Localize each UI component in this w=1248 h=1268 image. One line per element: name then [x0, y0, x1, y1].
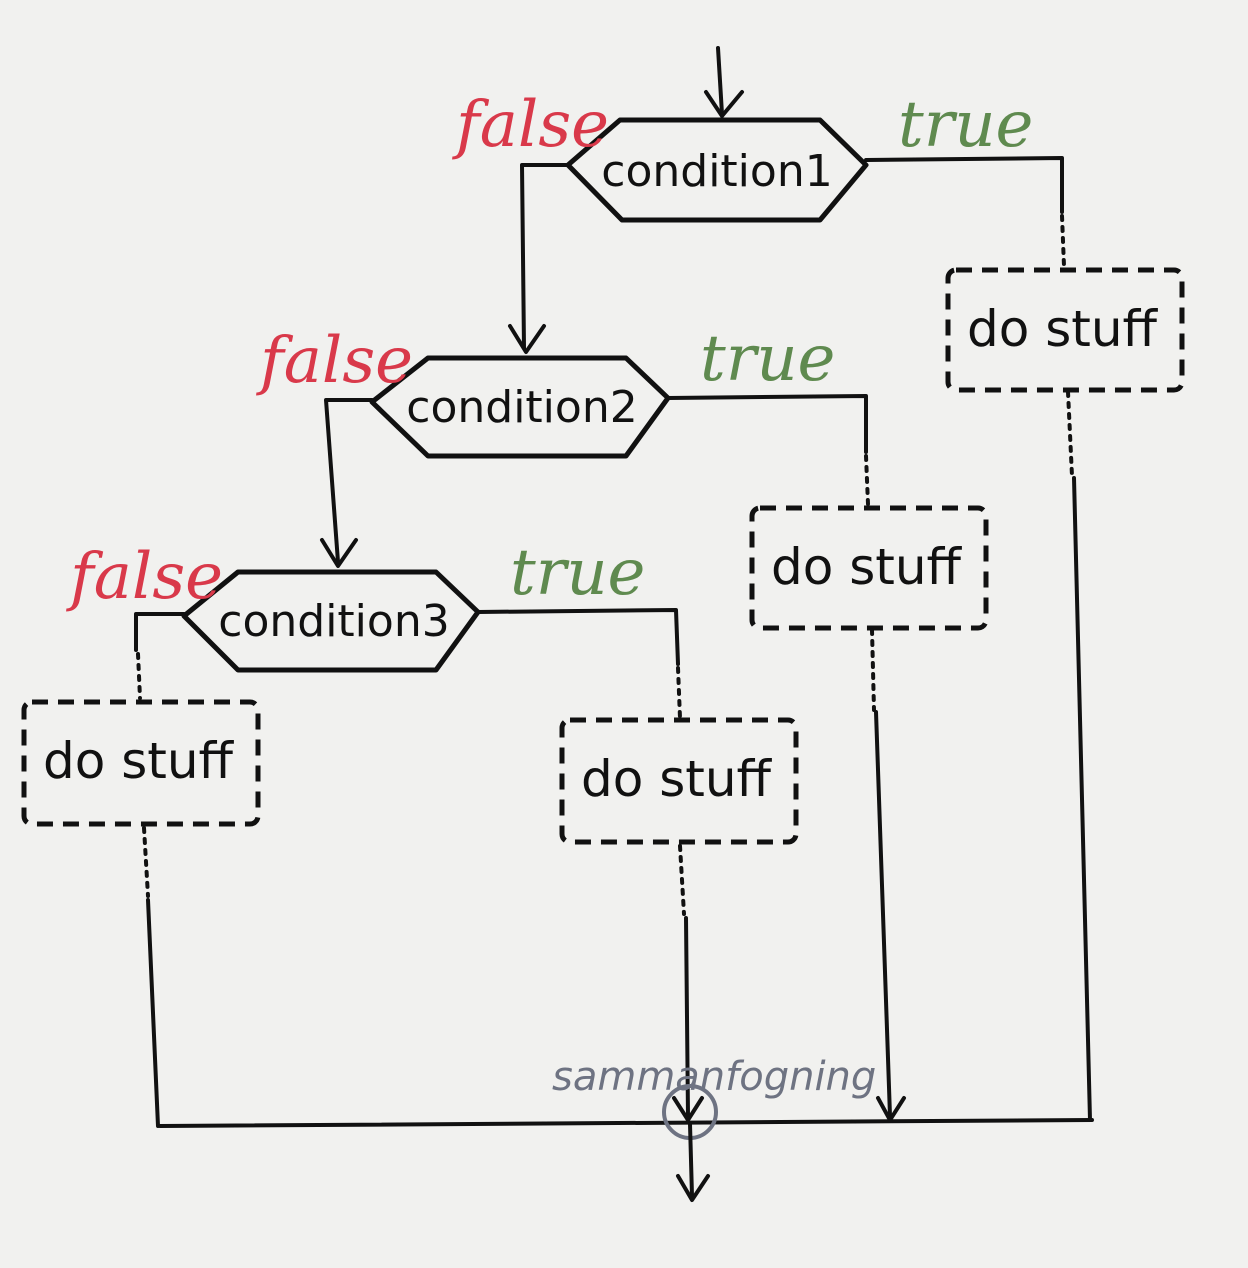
action-box-1: do stuff: [945, 267, 1185, 393]
action-box-1-line-down: [1072, 476, 1092, 1122]
action-box-1-dotted-out: [1066, 390, 1074, 478]
condition1-false-label: false: [452, 88, 609, 162]
condition1-false-line: [520, 163, 570, 350]
condition3-false-label: false: [66, 540, 223, 614]
action-box-2-label: do stuff: [771, 538, 963, 596]
condition1-node: condition1: [565, 117, 869, 223]
condition1-false-arrowhead: [508, 324, 546, 354]
condition3-true-label: true: [510, 536, 645, 610]
condition2-false-arrowhead: [320, 538, 358, 568]
exit-arrow: [688, 1122, 694, 1198]
condition3-node: condition3: [181, 569, 481, 673]
condition1-true-dotted: [1060, 214, 1066, 268]
condition2-node: condition2: [369, 355, 671, 459]
exit-arrowhead: [676, 1174, 710, 1202]
action-box-3-line-down: [146, 898, 160, 1128]
condition3-true-dotted: [676, 666, 682, 720]
action-box-2-dotted-out: [870, 628, 876, 712]
condition3-false-dotted: [136, 652, 142, 700]
condition2-label: condition2: [406, 382, 637, 433]
entry-arrowhead: [704, 90, 744, 118]
action-box-4-dotted-out: [678, 844, 686, 916]
action-box-3-label: do stuff: [43, 732, 235, 790]
condition2-false-label: false: [256, 324, 413, 398]
action-box-4-label: do stuff: [581, 750, 773, 808]
condition3-false-line: [134, 612, 186, 652]
action-box-4: do stuff: [559, 717, 799, 845]
condition2-false-line: [324, 398, 374, 564]
action-box-3-dotted-out: [142, 826, 150, 898]
action-box-4-line-down: [684, 916, 690, 1118]
condition3-true-line: [476, 608, 680, 666]
action-box-1-label: do stuff: [967, 300, 1159, 358]
condition1-true-line: [864, 156, 1064, 214]
merge-bar: [158, 1118, 1094, 1128]
condition1-true-label: true: [898, 88, 1033, 162]
condition2-true-label: true: [700, 322, 835, 396]
condition1-label: condition1: [601, 146, 832, 197]
entry-arrow: [716, 46, 724, 116]
condition2-true-line: [666, 394, 868, 454]
condition2-true-dotted: [864, 454, 870, 506]
action-box-4-arrowhead: [672, 1096, 704, 1122]
merge-label: sammanfogning: [552, 1054, 876, 1100]
action-box-2: do stuff: [749, 505, 989, 631]
action-box-3: do stuff: [21, 699, 261, 827]
condition3-label: condition3: [218, 596, 449, 647]
action-box-2-line-down: [874, 710, 892, 1118]
